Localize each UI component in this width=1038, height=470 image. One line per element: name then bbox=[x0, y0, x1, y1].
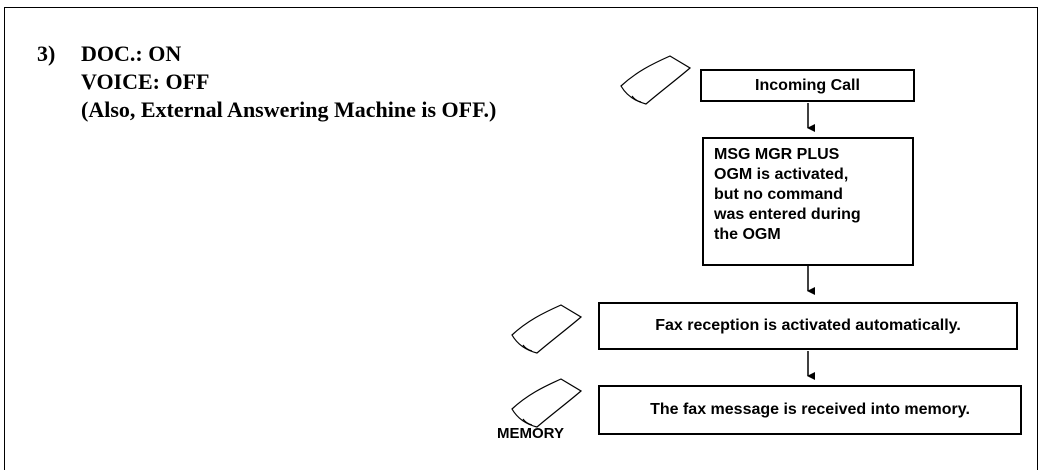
fax-reception-box: Fax reception is activated automatically… bbox=[598, 302, 1018, 350]
msg-mgr-box: MSG MGR PLUS OGM is activated, but no co… bbox=[702, 137, 914, 266]
incoming-call-label: Incoming Call bbox=[755, 76, 860, 94]
fax-memory-label: The fax message is received into memory. bbox=[650, 401, 970, 418]
msg-mgr-line: OGM is activated, bbox=[714, 166, 849, 183]
fax-memory-box: The fax message is received into memory. bbox=[598, 385, 1022, 435]
msg-mgr-line: was entered during bbox=[714, 206, 861, 223]
msg-mgr-line: MSG MGR PLUS bbox=[714, 146, 840, 163]
incoming-call-box: Incoming Call bbox=[700, 69, 915, 102]
fax-paper-icon-1 bbox=[620, 55, 692, 105]
section-number: 3) bbox=[37, 41, 56, 66]
answering-machine-note: (Also, External Answering Machine is OFF… bbox=[81, 97, 497, 122]
doc-setting-line: DOC.: ON bbox=[81, 41, 182, 66]
fax-reception-label: Fax reception is activated automatically… bbox=[655, 317, 961, 334]
voice-setting-line: VOICE: OFF bbox=[81, 69, 210, 94]
memory-label: MEMORY bbox=[497, 425, 564, 442]
fax-paper-icon-2 bbox=[511, 304, 583, 354]
fax-paper-icon-3 bbox=[511, 378, 583, 428]
msg-mgr-line: the OGM bbox=[714, 226, 781, 243]
msg-mgr-line: but no command bbox=[714, 186, 843, 203]
